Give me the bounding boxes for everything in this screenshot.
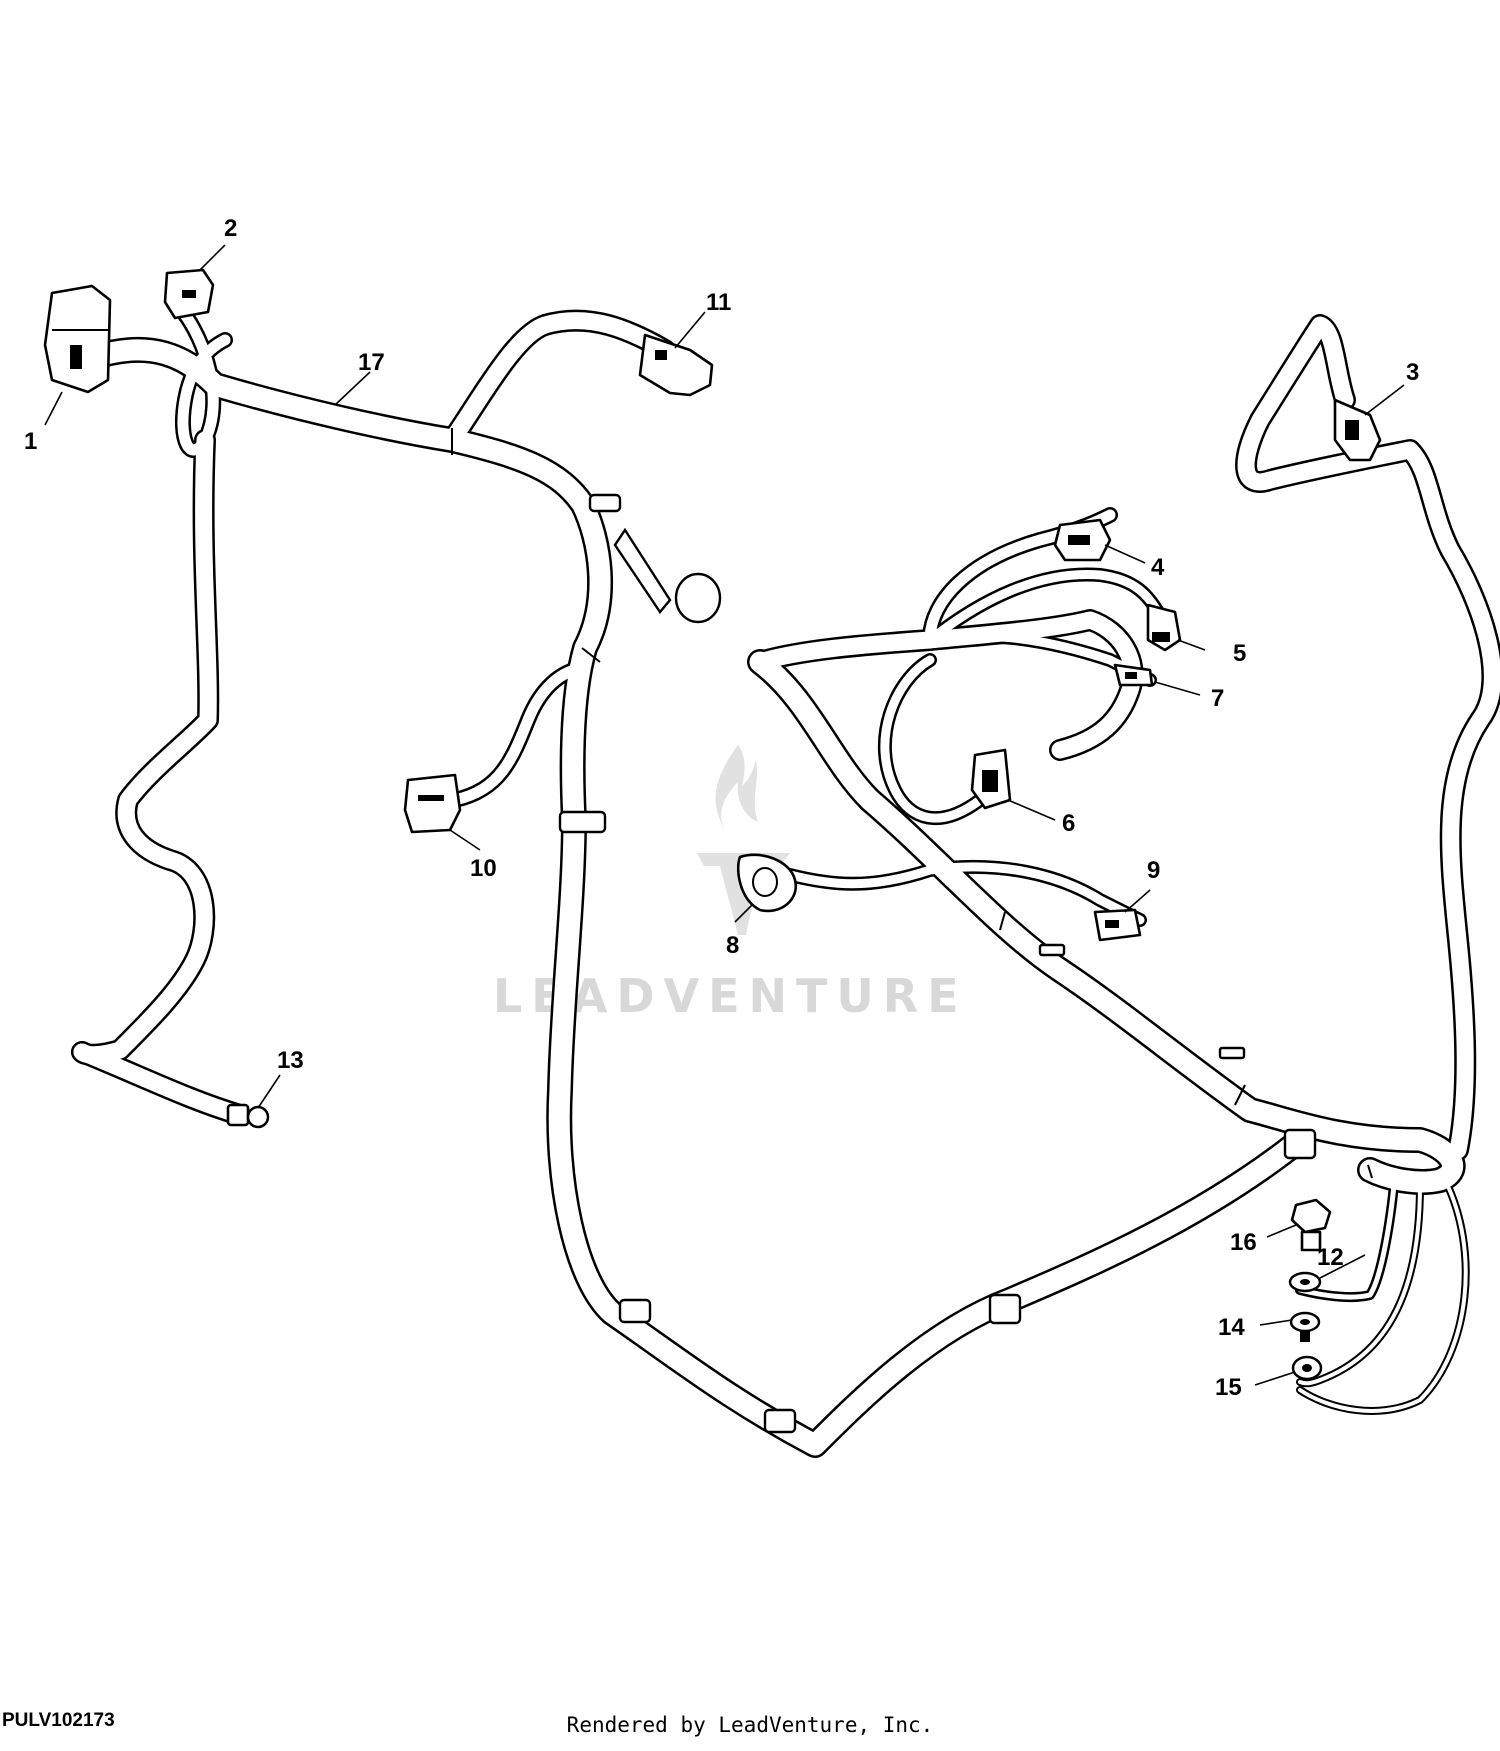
connector-8 bbox=[736, 853, 798, 913]
connector-5 bbox=[1146, 603, 1182, 652]
callout-2: 2 bbox=[224, 215, 237, 242]
callout-17: 17 bbox=[358, 349, 385, 376]
callout-leaders bbox=[44, 244, 1405, 1386]
harness-clips bbox=[451, 428, 1373, 1434]
callout-7: 7 bbox=[1211, 685, 1224, 712]
callout-8: 8 bbox=[726, 932, 739, 959]
ring-terminal-15 bbox=[1291, 1355, 1323, 1381]
connector-3 bbox=[1333, 398, 1382, 462]
connector-9 bbox=[1093, 908, 1142, 942]
harness-fill bbox=[73, 306, 1500, 1456]
connector-11 bbox=[638, 333, 714, 397]
connector-1 bbox=[43, 284, 112, 394]
callout-5: 5 bbox=[1233, 640, 1246, 667]
callout-16: 16 bbox=[1230, 1229, 1257, 1256]
callout-1: 1 bbox=[24, 428, 37, 455]
callout-3: 3 bbox=[1406, 359, 1419, 386]
connector-13-ring bbox=[226, 1103, 270, 1129]
connector-6 bbox=[970, 748, 1012, 810]
callout-4: 4 bbox=[1151, 554, 1165, 581]
bolt-16 bbox=[1290, 1198, 1332, 1252]
flame-logo-icon bbox=[715, 745, 758, 828]
callout-11: 11 bbox=[706, 289, 731, 316]
ring-terminal-14 bbox=[1289, 1311, 1321, 1342]
callout-9: 9 bbox=[1147, 857, 1160, 884]
connector-4 bbox=[1053, 518, 1112, 562]
callout-10: 10 bbox=[470, 855, 497, 882]
connector-10 bbox=[403, 773, 462, 834]
connector-2 bbox=[163, 268, 215, 320]
footer-credit: Rendered by LeadVenture, Inc. bbox=[566, 1713, 934, 1737]
ring-terminal-12 bbox=[1288, 1271, 1322, 1293]
callout-12: 12 bbox=[1317, 1244, 1344, 1271]
callout-14: 14 bbox=[1218, 1314, 1245, 1341]
figure-id: PULV102173 bbox=[2, 1710, 115, 1731]
callout-15: 15 bbox=[1215, 1374, 1242, 1401]
callout-labels: 1 2 3 4 5 6 7 8 9 10 11 12 13 14 15 16 1… bbox=[24, 215, 1419, 1401]
connector-7 bbox=[1113, 663, 1154, 687]
callout-13: 13 bbox=[277, 1047, 304, 1074]
callout-6: 6 bbox=[1062, 810, 1075, 837]
